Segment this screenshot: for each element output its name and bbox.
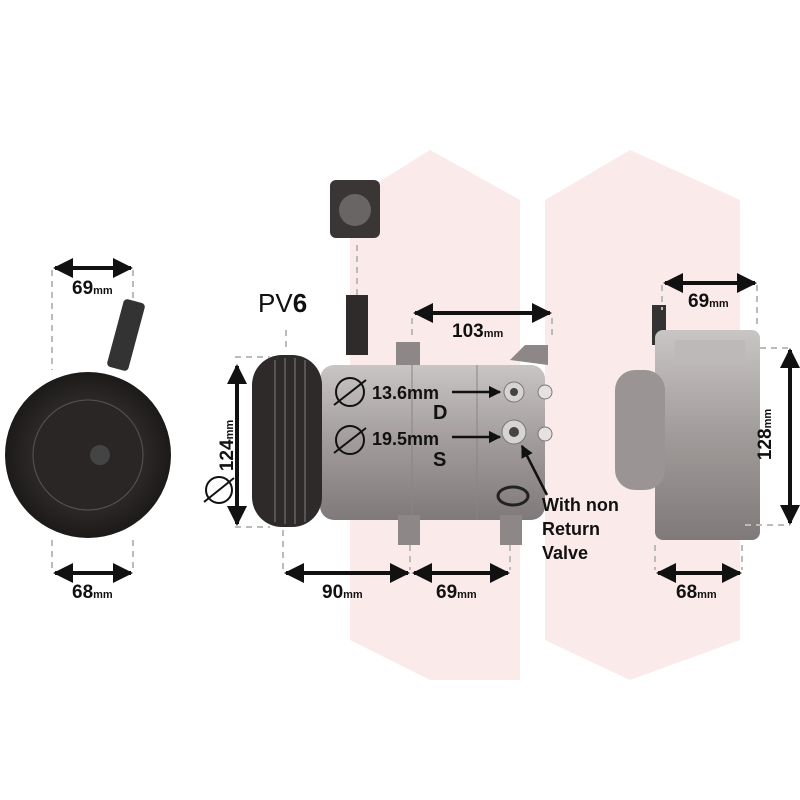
front-top-width-label: 69mm [72,278,113,299]
suction-port-label: S [433,449,447,471]
valve-note-line: With non [542,495,619,515]
side-bottom-right-label: 69mm [436,582,477,603]
rear-top-width-label: 69mm [688,291,729,312]
front-bottom-width-label: 68mm [72,582,113,603]
valve-note-line: Return [542,519,600,539]
discharge-port-diameter: 13.6mm [372,383,440,403]
rear-height-label: 128mm [755,408,777,461]
compressor-rear-view [615,273,800,583]
electrical-connector [330,180,380,295]
belt-type-label: PV6 [258,288,308,318]
front-clutch-view [5,258,171,583]
valve-note-line: Valve [542,543,589,563]
diameter-icon [335,377,365,407]
rear-bottom-width-label: 68mm [676,582,717,603]
side-bottom-left-label: 90mm [322,582,363,603]
pulley-diameter-label: 124mm [217,419,239,472]
compressor-side-view [203,295,553,583]
diameter-icon [335,425,365,455]
side-top-length-label: 103mm [452,321,504,342]
diameter-icon [205,476,233,504]
suction-port-diameter: 19.5mm [372,429,440,449]
discharge-port-label: D [433,402,448,424]
valve-note: With non Return Valve [542,493,619,565]
